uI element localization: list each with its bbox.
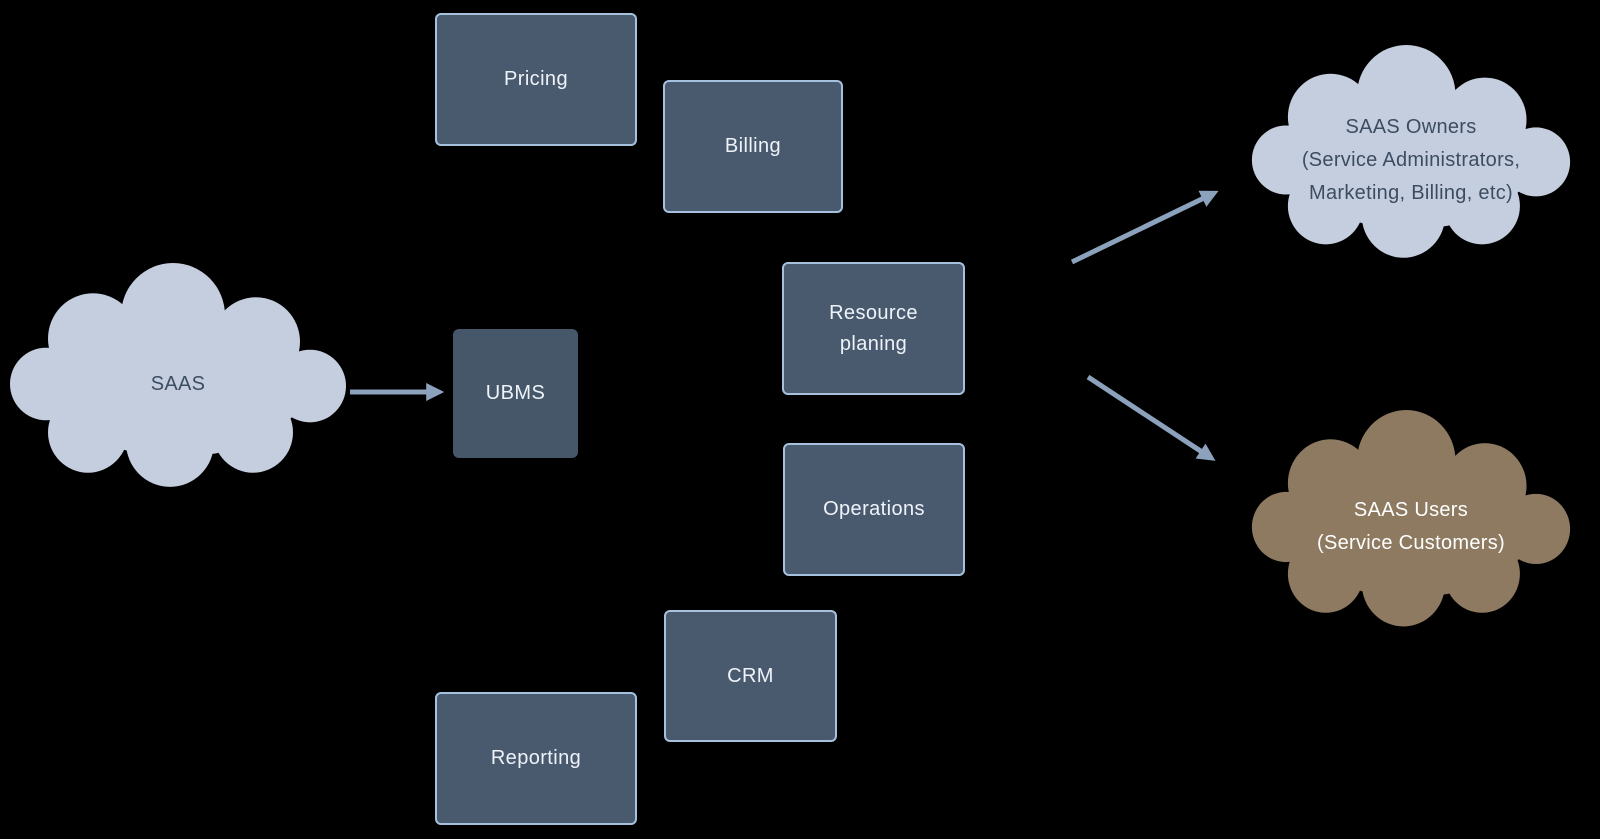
saas-cloud-label: SAAS	[150, 372, 206, 395]
ubms-label: UBMS	[485, 382, 546, 404]
pricing-box: Pricing	[435, 13, 637, 146]
operations-box: Operations	[783, 443, 965, 576]
saas-users-cloud: SAAS Users (Service Customers)	[1250, 410, 1572, 644]
billing-label: Billing	[724, 135, 782, 157]
crm-label: CRM	[727, 664, 774, 687]
arrow-to-owners-cloud	[1070, 190, 1219, 265]
resource-planning-label: Resource planing	[829, 301, 918, 355]
owners-cloud-line1: SAAS Owners	[1345, 115, 1477, 138]
ubms-box: UBMS	[453, 329, 578, 458]
cloud-shape-icon	[10, 263, 346, 487]
cloud-shape-icon	[1251, 45, 1571, 258]
saas-owners-cloud: SAAS Owners (Service Administrators, Mar…	[1250, 45, 1572, 275]
billing-box: Billing	[663, 80, 843, 213]
saas-cloud: SAAS	[8, 263, 348, 505]
owners-cloud-line3: Marketing, Billing, etc)	[1309, 181, 1513, 204]
users-cloud-line2: (Service Customers)	[1317, 532, 1505, 554]
crm-box: CRM	[664, 610, 837, 742]
reporting-box: Reporting	[435, 692, 637, 825]
resource-planning-box: Resource planing	[782, 262, 965, 395]
cloud-shape-icon	[1251, 410, 1571, 627]
reporting-label: Reporting	[490, 747, 582, 769]
arrow-to-users-cloud	[1086, 374, 1216, 461]
operations-label: Operations	[823, 498, 925, 520]
owners-cloud-line2: (Service Administrators,	[1301, 148, 1521, 171]
pricing-label: Pricing	[504, 68, 568, 90]
users-cloud-line1: SAAS Users	[1353, 499, 1469, 521]
